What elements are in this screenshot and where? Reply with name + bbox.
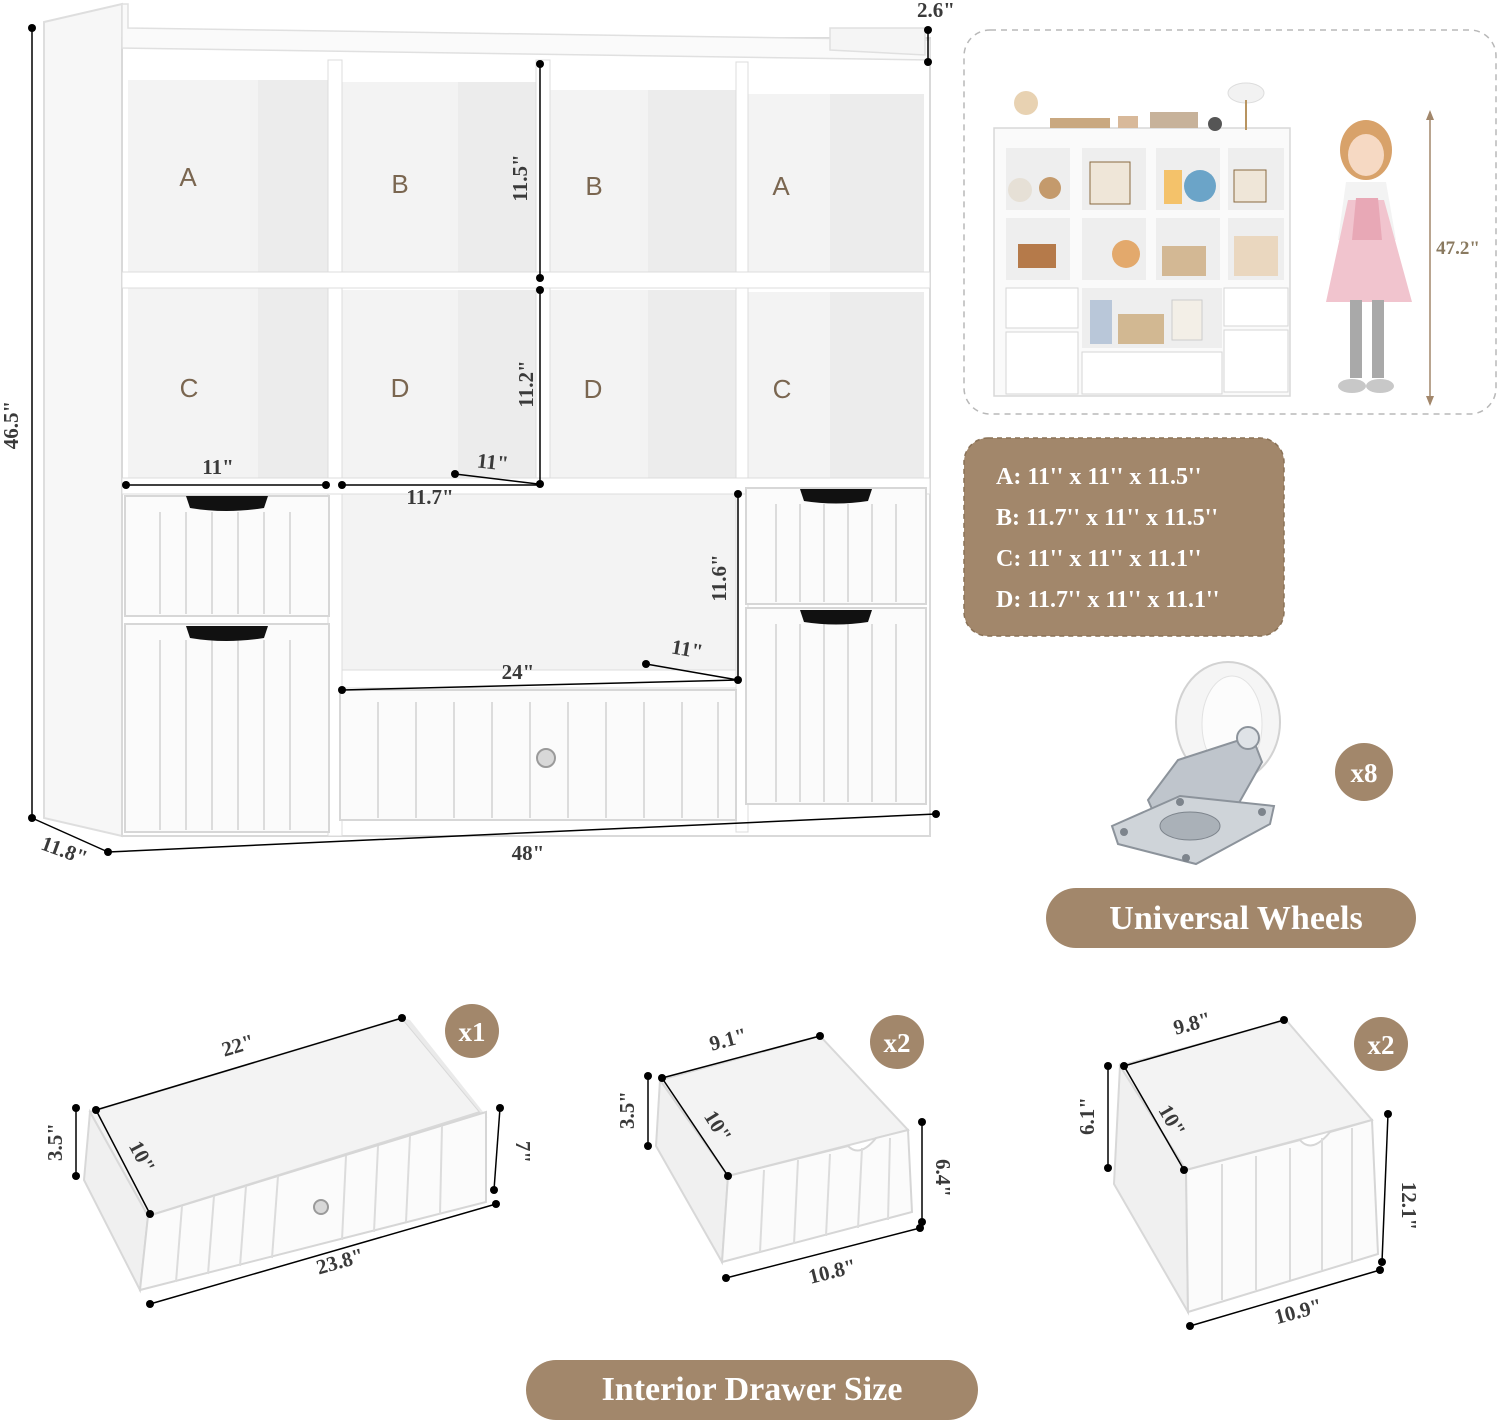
interior-drawer-size-pill	[526, 1360, 978, 1420]
dim-upper-cell-height: 11.5"	[508, 154, 532, 201]
tall-drawer-front-width: 10.9"	[1272, 1293, 1325, 1329]
large-drawer-diagram: 22" 10" 3.5" 7" 23.8" x1	[43, 1004, 535, 1308]
cell-label-c-left: C	[180, 373, 199, 403]
interior-drawer-size-label: Interior Drawer Size	[602, 1371, 903, 1408]
right-large-drawer	[745, 607, 927, 805]
tall-drawer-top-width: 9.8"	[1171, 1007, 1214, 1040]
dim-open-width: 24"	[502, 660, 535, 684]
cell-label-a-right: A	[772, 171, 790, 201]
tall-drawer-front-height: 12.1"	[1397, 1182, 1421, 1230]
spec-b: B: 11.7'' x 11'' x 11.5''	[996, 505, 1218, 531]
spec-c: C: 11'' x 11'' x 11.1''	[996, 546, 1201, 572]
caster-wheel	[1110, 661, 1281, 866]
dim-wide-width: 11.7"	[406, 485, 453, 509]
tall-drawer-inner-height: 6.1"	[1075, 1097, 1099, 1135]
wheel-count-text: x8	[1351, 758, 1378, 788]
dim-width: 48"	[512, 841, 545, 865]
tall-drawer-badge	[1354, 1017, 1408, 1071]
tall-drawer-badge-text: x2	[1368, 1030, 1395, 1060]
cell-label-a-left: A	[179, 162, 197, 192]
dim-open-depth: 11"	[670, 635, 705, 664]
drawer-knob	[536, 748, 556, 768]
medium-drawer-front-height: 6.4"	[931, 1159, 955, 1197]
medium-drawer-badge-text: x2	[884, 1028, 911, 1058]
dim-cube-depth: 11"	[476, 448, 510, 475]
large-drawer-inner-height: 3.5"	[43, 1123, 67, 1161]
dim-cube-width: 11"	[202, 455, 234, 479]
cell-label-b-left: B	[391, 169, 408, 199]
right-small-drawer	[745, 487, 927, 605]
large-drawer-front-width: 23.8"	[313, 1243, 366, 1279]
cell-spec-box: A: 11'' x 11'' x 11.5'' B: 11.7'' x 11''…	[963, 437, 1285, 637]
large-drawer-front-height: 7"	[511, 1141, 535, 1163]
medium-drawer-inner-height: 3.5"	[615, 1091, 639, 1129]
tall-drawer-diagram: 9.8" 10" 6.1" 12.1" 10.9" x2	[1075, 1007, 1421, 1330]
dim-lower-cell-height: 11.2"	[514, 360, 538, 407]
universal-wheels-label: Universal Wheels	[1109, 900, 1362, 937]
left-large-drawer	[124, 623, 330, 833]
lifestyle-height-label: 47.2"	[1436, 238, 1480, 259]
left-small-drawer	[124, 495, 330, 617]
cell-label-c-right: C	[773, 374, 792, 404]
medium-drawer-front-width: 10.8"	[806, 1254, 859, 1289]
lifestyle-inset: 47.2"	[963, 29, 1497, 415]
cell-label-d-left: D	[391, 373, 410, 403]
medium-drawer-badge	[870, 1015, 924, 1069]
medium-drawer-diagram: 9.1" 10" 3.5" 6.4" 10.8" x2	[615, 1015, 955, 1289]
dim-top-lip: 2.6"	[917, 0, 955, 22]
large-drawer-top-width: 22"	[219, 1029, 257, 1062]
large-drawer-badge	[445, 1004, 499, 1058]
spec-d: D: 11.7'' x 11'' x 11.1''	[996, 587, 1219, 613]
child-figure	[1326, 120, 1412, 393]
dim-open-height: 11.6"	[707, 554, 731, 601]
dim-depth: 11.8"	[38, 831, 91, 870]
wheel-count-badge	[1335, 743, 1393, 801]
large-drawer-badge-text: x1	[459, 1017, 486, 1047]
cell-label-b-right: B	[585, 171, 602, 201]
cell-label-d-right: D	[584, 374, 603, 404]
dim-height: 46.5"	[0, 401, 23, 449]
spec-a: A: 11'' x 11'' x 11.5''	[996, 464, 1201, 490]
center-wide-drawer	[339, 689, 737, 821]
universal-wheels-pill	[1046, 888, 1416, 948]
medium-drawer-top-width: 9.1"	[707, 1023, 750, 1056]
bookshelf: A B B A C D D C	[43, 2, 931, 838]
